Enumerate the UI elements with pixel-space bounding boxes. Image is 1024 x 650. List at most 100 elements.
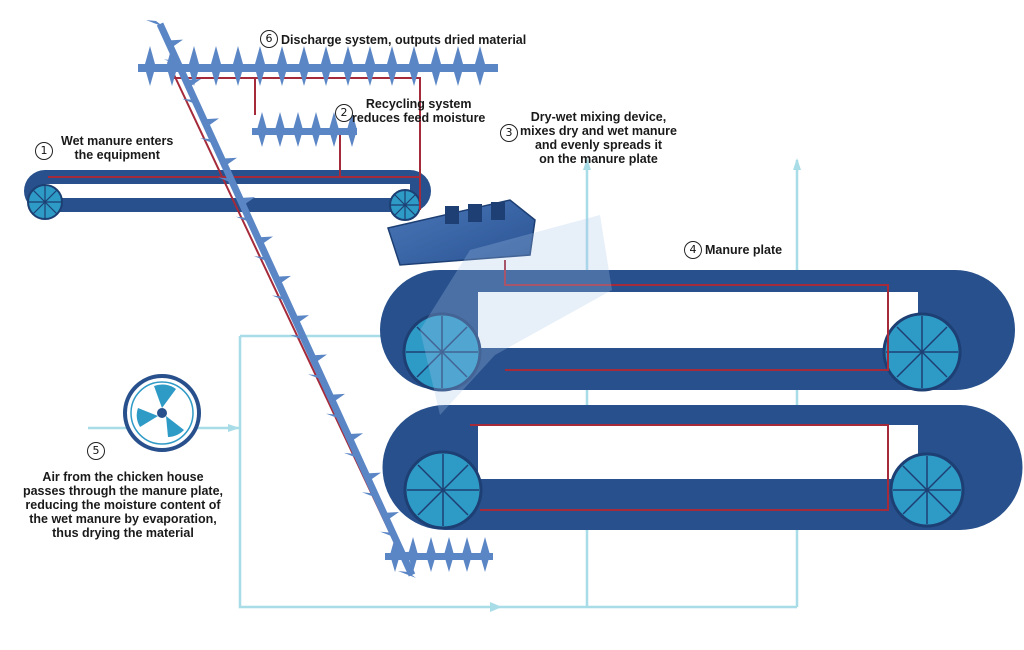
screw-blade (167, 46, 177, 64)
screw-blade (234, 72, 242, 86)
screw-blade (255, 236, 273, 244)
screw-blade (427, 560, 435, 572)
screw-blade (365, 46, 375, 64)
screw-blade (293, 112, 303, 128)
screw-blade (273, 275, 291, 283)
screw-blade (257, 112, 267, 128)
callout-3-line-2: mixes dry and wet manure (520, 124, 678, 138)
screw-blade (290, 334, 308, 342)
screw-blade (408, 537, 418, 553)
top-discharge-screw (138, 46, 498, 86)
callout-text-3: Dry-wet mixing device, mixes dry and wet… (520, 110, 677, 166)
screw-blade (409, 560, 417, 572)
callout-5-line-2: passes through the manure plate, (22, 484, 224, 498)
screw-blade (278, 72, 286, 86)
screw-blade (445, 560, 453, 572)
screw-blade (277, 46, 287, 64)
screw-blade (168, 72, 176, 86)
screw-blade (291, 315, 309, 323)
callout-number-5: 5 (87, 442, 105, 460)
screw-blade (380, 531, 398, 539)
screw-blade (444, 537, 454, 553)
callout-text-1: Wet manure enters the equipment (61, 134, 173, 162)
screw-blade (146, 72, 154, 86)
logo-watermark (420, 215, 612, 415)
screw-blade (409, 46, 419, 64)
callout-number-6: 6 (260, 30, 278, 48)
callout-4-line-1: Manure plate (705, 243, 783, 257)
screw-blade (321, 46, 331, 64)
screw-blade (390, 537, 400, 553)
screw-blade (329, 112, 339, 128)
callout-text-2: Recycling system reduces feed moisture (352, 97, 485, 125)
screw-blade (300, 72, 308, 86)
screw-blade (258, 135, 266, 147)
screw-blade (233, 46, 243, 64)
screw-blade (476, 72, 484, 86)
screw-blade (183, 79, 201, 87)
callout-5-line-1: Air from the chicken house (42, 470, 204, 484)
screw-blade (276, 135, 284, 147)
inlet-conveyor (24, 170, 431, 221)
callout-5-line-5: thus drying the material (52, 526, 194, 540)
screw-blade (362, 492, 380, 500)
screw-blade (387, 46, 397, 64)
screw-blade (236, 216, 254, 224)
screw-blade (347, 112, 357, 128)
screw-blade (326, 413, 344, 421)
callout-5-line-3: reducing the moisture content of (25, 498, 221, 512)
callout-3-line-4: on the manure plate (539, 152, 658, 166)
screw-blade (146, 20, 164, 27)
callout-2-line-2: reduces feed moisture (352, 111, 486, 125)
callout-number-1: 1 (35, 142, 53, 160)
mixing-hopper (387, 199, 536, 266)
callout-5-line-4: the wet manure by evaporation, (29, 512, 217, 526)
material-flow-lines (48, 61, 889, 576)
screw-blade (165, 39, 183, 47)
callout-number-2: 2 (335, 104, 353, 122)
callout-1-line-2: the equipment (74, 148, 160, 162)
callout-1-line-1: Wet manure enters (61, 134, 174, 148)
screw-blade (309, 354, 327, 362)
callout-3-line-3: and evenly spreads it (534, 138, 663, 152)
screw-blade (275, 112, 285, 128)
screw-blade (363, 472, 381, 480)
callout-text-6: Discharge system, outputs dried material (281, 33, 526, 47)
screw-blade (256, 72, 264, 86)
screw-blade (426, 537, 436, 553)
screw-blade (344, 452, 362, 460)
screw-blade (388, 72, 396, 86)
screw-blade (254, 256, 272, 264)
callout-number-4: 4 (684, 241, 702, 259)
screw-blade (299, 46, 309, 64)
screw-blade (366, 72, 374, 86)
screw-blade (343, 46, 353, 64)
screw-blade (432, 72, 440, 86)
callout-text-4: Manure plate (705, 243, 782, 257)
screw-blade (381, 511, 399, 519)
callout-2-line-1: Recycling system (365, 97, 472, 111)
screw-blade (410, 72, 418, 86)
screw-blade (480, 537, 490, 553)
screw-blade (322, 72, 330, 86)
screw-blade (454, 72, 462, 86)
screw-blade (308, 374, 326, 382)
callout-number-3: 3 (500, 124, 518, 142)
screw-blade (237, 197, 255, 205)
callout-6-line-1: Discharge system, outputs dried material (281, 33, 527, 47)
screw-blade (201, 118, 219, 126)
screw-blade (212, 72, 220, 86)
screw-blade (462, 537, 472, 553)
bottom-screw (385, 537, 493, 572)
screw-blade (344, 72, 352, 86)
screw-blade (348, 135, 356, 147)
screw-blade (190, 72, 198, 86)
roller-spokes (406, 316, 961, 526)
screw-blade (145, 46, 155, 64)
screw-blade (391, 560, 399, 572)
screw-blade (219, 157, 237, 165)
screw-blade (218, 177, 236, 185)
screw-blade (398, 571, 416, 578)
